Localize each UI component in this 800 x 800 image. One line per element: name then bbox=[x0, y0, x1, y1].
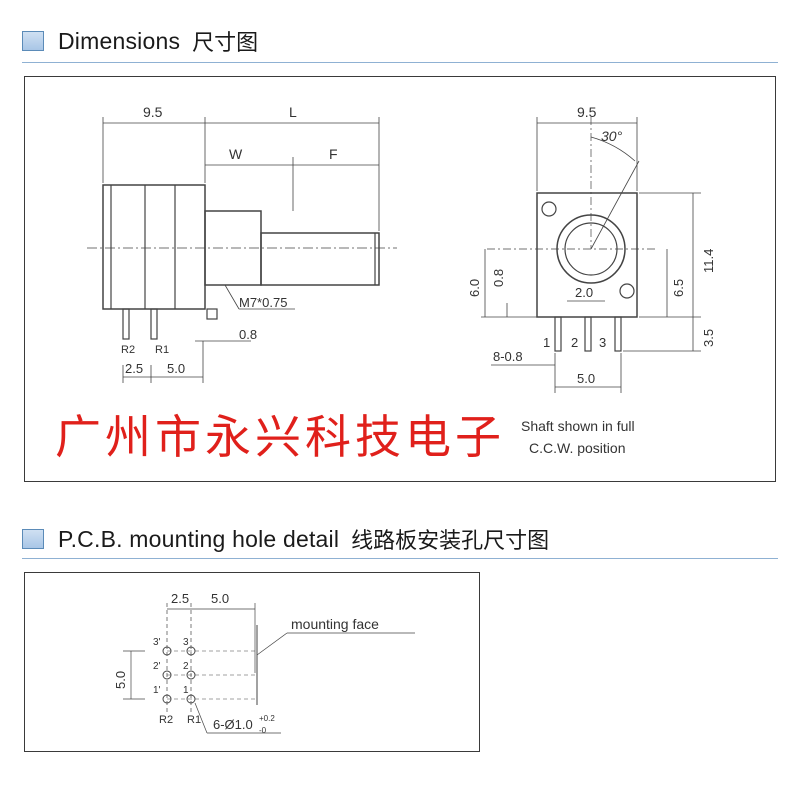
hole-3 bbox=[186, 646, 196, 656]
dim-W-label: W bbox=[229, 146, 243, 162]
pin-1-label: 1 bbox=[543, 335, 550, 350]
section-square-icon bbox=[22, 529, 44, 549]
angle-label: 30° bbox=[601, 128, 623, 144]
pin-r2 bbox=[122, 308, 130, 340]
dimensions-header: Dimensions 尺寸图 bbox=[22, 24, 258, 58]
front-dim-9-5-label: 9.5 bbox=[577, 104, 597, 120]
hole-label-3-prime: 3' bbox=[153, 637, 161, 648]
col-label-r1: R1 bbox=[187, 714, 201, 726]
pcb-dim-5-0-top-label: 5.0 bbox=[211, 591, 229, 606]
mount-hole bbox=[541, 201, 557, 217]
pin-r2-label: R2 bbox=[121, 344, 135, 356]
dim-F-label: F bbox=[329, 146, 338, 162]
dimensions-drawing: 9.5 L W F M7*0.75 0.8 R2 R1 2.5 5.0 bbox=[55, 104, 716, 463]
pcb-title-cn: 线路板安装孔尺寸图 bbox=[351, 529, 550, 554]
hole-2-prime bbox=[162, 670, 172, 680]
pcb-title: P.C.B. mounting hole detail bbox=[58, 525, 340, 552]
dim-0-8-front-label: 0.8 bbox=[491, 269, 506, 287]
dim-5-0-label: 5.0 bbox=[167, 361, 185, 376]
pin-r1 bbox=[150, 308, 158, 340]
note-line-2: C.C.W. position bbox=[529, 440, 625, 456]
note-line-1: Shaft shown in full bbox=[521, 418, 635, 434]
thread-leader bbox=[224, 284, 240, 310]
dim-9-5-label: 9.5 bbox=[143, 104, 163, 120]
dimensions-rule bbox=[22, 62, 778, 63]
dimensions-title-cn: 尺寸图 bbox=[192, 31, 259, 56]
mounting-face-leader bbox=[256, 632, 288, 656]
side-view-labels: 9.5 L W F M7*0.75 0.8 R2 R1 2.5 5.0 bbox=[121, 104, 338, 376]
hole-3-prime bbox=[162, 646, 172, 656]
front-view bbox=[481, 117, 701, 393]
mount-tab bbox=[206, 308, 218, 320]
hole-1 bbox=[186, 694, 196, 704]
hole-label-3: 3 bbox=[183, 637, 189, 648]
mount-hole bbox=[619, 283, 635, 299]
hole-tol-plus: +0.2 bbox=[259, 714, 275, 723]
side-view bbox=[87, 117, 397, 383]
pcb-dim-2-5-label: 2.5 bbox=[171, 591, 189, 606]
dim-6-0-label: 6.0 bbox=[467, 279, 482, 297]
col-label-r2: R2 bbox=[159, 714, 173, 726]
pin-1 bbox=[554, 316, 562, 352]
pcb-drawing: 2.5 5.0 mounting face 5.0 3' 2' 1' 3 2 1… bbox=[113, 591, 415, 735]
dim-0-8-label: 0.8 bbox=[239, 327, 257, 342]
hole-label-2-prime: 2' bbox=[153, 661, 161, 672]
section-square-icon bbox=[22, 31, 44, 51]
pin-2 bbox=[584, 316, 592, 352]
thread-label: M7*0.75 bbox=[239, 295, 287, 310]
dimensions-panel: 9.5 L W F M7*0.75 0.8 R2 R1 2.5 5.0 bbox=[24, 76, 776, 482]
hole-spec-label: 6-Ø1.0 bbox=[213, 717, 253, 732]
dim-3-5-label: 3.5 bbox=[701, 329, 716, 347]
hole-2 bbox=[186, 670, 196, 680]
dim-2-5-label: 2.5 bbox=[125, 361, 143, 376]
dim-2-0-label: 2.0 bbox=[575, 285, 593, 300]
mounting-face-label: mounting face bbox=[291, 616, 379, 632]
dimensions-title: Dimensions bbox=[58, 27, 181, 54]
angle-line bbox=[590, 160, 640, 250]
pcb-dim-5-0-side-label: 5.0 bbox=[113, 671, 128, 689]
pin-3-label: 3 bbox=[599, 335, 606, 350]
pcb-header: P.C.B. mounting hole detail 线路板安装孔尺寸图 bbox=[22, 522, 549, 556]
hole-1-prime bbox=[162, 694, 172, 704]
dim-L-label: L bbox=[289, 104, 297, 120]
front-view-labels: 9.5 30° 11.4 6.5 3.5 6.0 0.8 2.0 1 2 3 8… bbox=[467, 104, 716, 386]
hole-tol-minus: -0 bbox=[259, 726, 267, 735]
pin-2-label: 2 bbox=[571, 335, 578, 350]
pcb-panel: 2.5 5.0 mounting face 5.0 3' 2' 1' 3 2 1… bbox=[24, 572, 480, 752]
hole-label-1: 1 bbox=[183, 685, 189, 696]
dim-11-4-label: 11.4 bbox=[701, 249, 716, 273]
angle-arc bbox=[590, 136, 636, 162]
watermark-text: 广州市永兴科技电子 bbox=[55, 411, 505, 463]
hole-label-2: 2 bbox=[183, 661, 189, 672]
pin-3 bbox=[614, 316, 622, 352]
front-dim-5-0-label: 5.0 bbox=[577, 371, 595, 386]
dim-6-5-label: 6.5 bbox=[671, 279, 686, 297]
shaft-outline bbox=[260, 232, 380, 286]
housing-outline bbox=[102, 184, 206, 310]
hole-label-1-prime: 1' bbox=[153, 685, 161, 696]
pcb-labels: 2.5 5.0 mounting face 5.0 3' 2' 1' 3 2 1… bbox=[113, 591, 379, 735]
pcb-rule bbox=[22, 558, 778, 559]
hole-spec-leader bbox=[194, 702, 208, 734]
dim-8-0-8-label: 8-0.8 bbox=[493, 349, 523, 364]
pin-r1-label: R1 bbox=[155, 344, 169, 356]
